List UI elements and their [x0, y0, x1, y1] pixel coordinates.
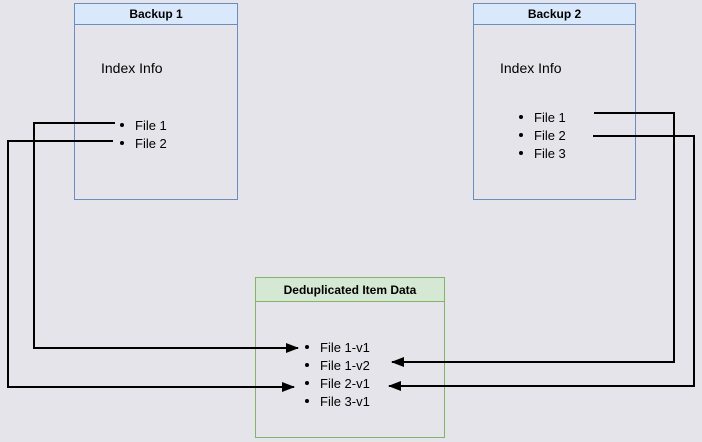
backup2-file3-label: File 3 — [534, 145, 566, 161]
dedup-item-file1v2-label: File 1-v2 — [320, 357, 370, 373]
bullet-icon — [305, 345, 309, 349]
list-item: File 1 — [519, 108, 566, 126]
bullet-icon — [305, 381, 309, 385]
list-item: File 1-v2 — [305, 356, 370, 374]
deduplicated-item-data-box: Deduplicated Item Data File 1-v1 File 1-… — [255, 277, 445, 438]
backup2-file-list: File 1 File 2 File 3 — [519, 108, 566, 162]
bullet-icon — [120, 141, 124, 145]
list-item: File 2 — [519, 126, 566, 144]
backup1-file2-label: File 2 — [135, 135, 167, 151]
backup1-box: Backup 1 Index Info File 1 File 2 — [74, 3, 238, 200]
bullet-icon — [519, 115, 523, 119]
backup2-file1-label: File 1 — [534, 109, 566, 125]
dedup-title: Deduplicated Item Data — [256, 278, 444, 302]
backup2-index-info-label: Index Info — [500, 60, 562, 76]
bullet-icon — [519, 133, 523, 137]
bullet-icon — [305, 399, 309, 403]
list-item: File 1-v1 — [305, 338, 370, 356]
bullet-icon — [120, 123, 124, 127]
backup1-file1-label: File 1 — [135, 117, 167, 133]
backup1-title: Backup 1 — [75, 4, 237, 25]
backup2-file2-label: File 2 — [534, 127, 566, 143]
backup1-index-info-label: Index Info — [101, 60, 163, 76]
backup2-title: Backup 2 — [474, 4, 635, 25]
list-item: File 1 — [120, 116, 167, 134]
dedup-item-file3v1-label: File 3-v1 — [320, 393, 370, 409]
dedup-item-file1v1-label: File 1-v1 — [320, 339, 370, 355]
list-item: File 2-v1 — [305, 374, 370, 392]
dedup-item-list: File 1-v1 File 1-v2 File 2-v1 File 3-v1 — [305, 338, 370, 410]
list-item: File 2 — [120, 134, 167, 152]
bullet-icon — [305, 363, 309, 367]
bullet-icon — [519, 151, 523, 155]
list-item: File 3-v1 — [305, 392, 370, 410]
list-item: File 3 — [519, 144, 566, 162]
backup1-file-list: File 1 File 2 — [120, 116, 167, 152]
backup2-box: Backup 2 Index Info File 1 File 2 File 3 — [473, 3, 636, 200]
dedup-item-file2v1-label: File 2-v1 — [320, 375, 370, 391]
